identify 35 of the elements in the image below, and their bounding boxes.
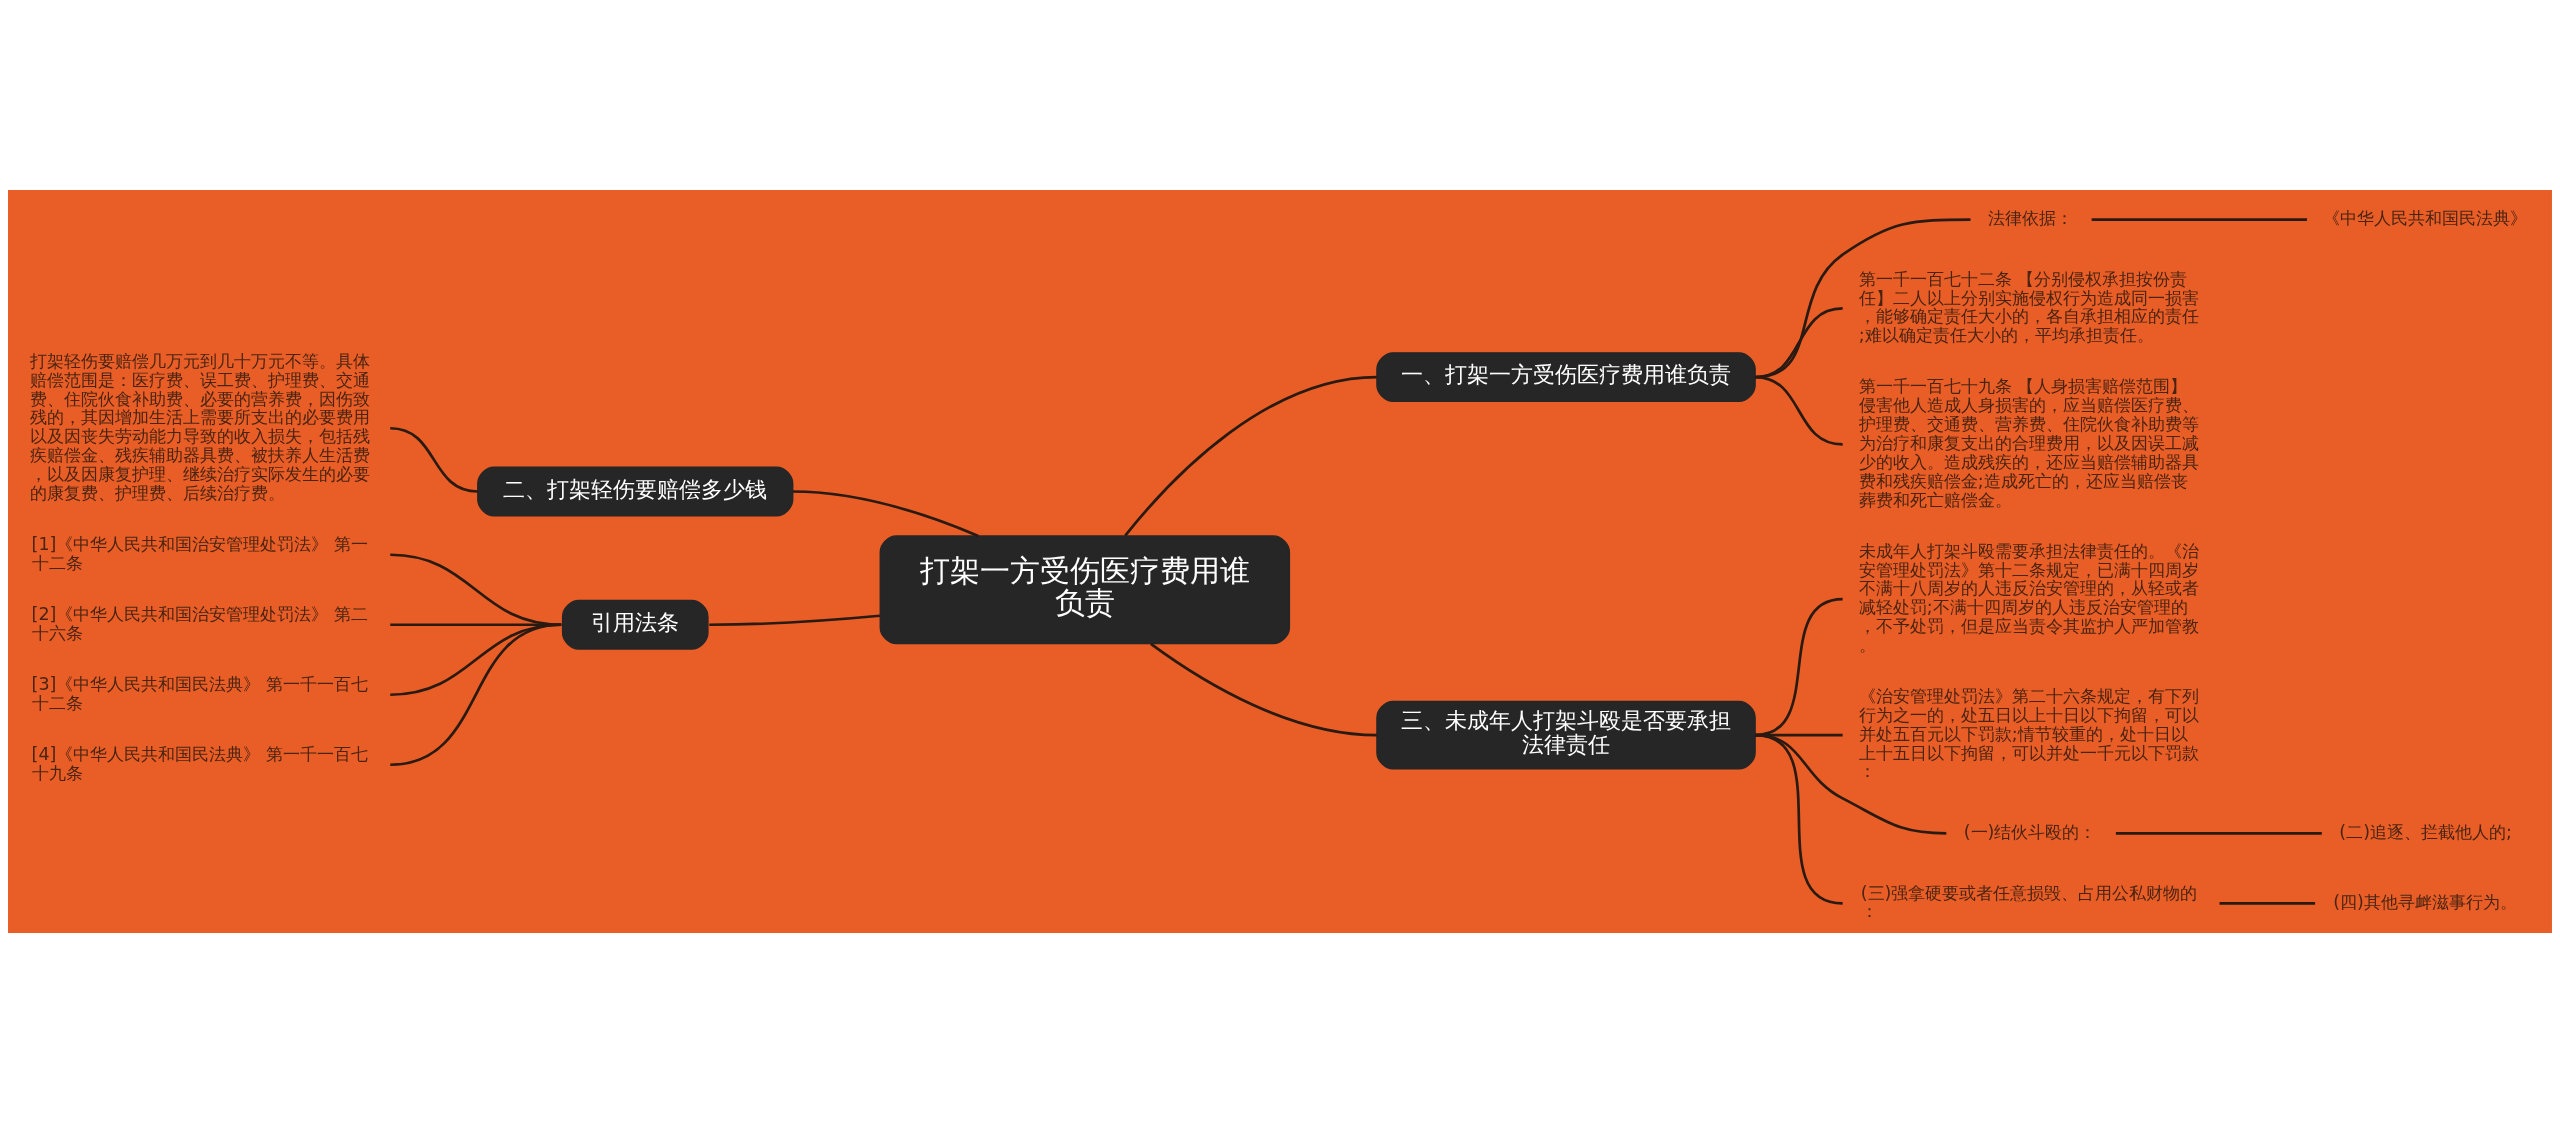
connector xyxy=(792,490,979,538)
node-text: 第一千一百七十九条 【人身损害赔偿范围】侵害他人造成人身损害的，应当赔偿医疗费、护理费、交通费、营养费、住院伙食补助费等为治疗和康复支出的合理费用，以及因误工减少的收入。造成残疾的，还应当赔偿辅助器具费和残疾赔偿金;造成死亡的，还应当赔偿丧葬费和死亡赔偿金。 xyxy=(1858,376,2199,510)
node-text: (四)其他寻衅滋事行为。 xyxy=(2333,891,2517,912)
node-box: 三、未成年人打架斗殴是否要承担法律责任 xyxy=(1376,700,1756,770)
node-text: [3]《中华人民共和国民法典》 第一千一百七十二条 xyxy=(31,673,368,713)
node-text: 法律依据： xyxy=(1988,208,2073,229)
node-box: 引用法条 xyxy=(561,599,709,650)
node-box: 二、打架轻伤要赔偿多少钱 xyxy=(477,466,794,517)
node-box: 打架一方受伤医疗费用谁负责 xyxy=(879,535,1291,645)
node-text: 《中华人民共和国民法典》 xyxy=(2323,208,2528,229)
connector xyxy=(2219,902,2316,905)
node-box: 一、打架一方受伤医疗费用谁负责 xyxy=(1376,352,1756,402)
connector xyxy=(390,426,478,493)
node-text: [4]《中华人民共和国民法典》 第一千一百七十九条 xyxy=(31,743,368,783)
connector xyxy=(390,553,562,627)
connector xyxy=(390,623,562,627)
connector xyxy=(1150,642,1377,737)
connector xyxy=(390,623,562,767)
connector xyxy=(390,623,562,697)
node-text: (一)结伙斗殴的： xyxy=(1963,821,2097,842)
node-text: 《治安管理处罚法》第二十六条规定，有下列行为之一的，处五日以上十日以下拘留，可以并处五百元以下罚款;情节较重的，处十日以上十五日以下拘留，可以并处一千元以下罚款： xyxy=(1858,686,2199,782)
node-text: (二)追逐、拦截他人的; xyxy=(2339,821,2512,842)
connector xyxy=(1755,375,1843,446)
node-text: 未成年人打架斗殴需要承担法律责任的。《治安管理处罚法》第十二条规定，已满十四周岁不满十八周岁的人违反治安管理的，从轻或者减轻处罚;不满十四周岁的人违反治安管理的，不予处罚，但是应当责令其监护人严加管教。 xyxy=(1858,540,2199,655)
node-text: [2]《中华人民共和国治安管理处罚法》 第二十六条 xyxy=(31,603,368,643)
node-text: [1]《中华人民共和国治安管理处罚法》 第一十二条 xyxy=(31,533,368,573)
node-text: 打架轻伤要赔偿几万元到几十万元不等。具体赔偿范围是：医疗费、误工费、护理费、交通费、住院伙食补助费、必要的营养费，因伤致残的，其因增加生活上需要所支出的必要费用以及因丧失劳动能力导致的收入损失，包括残疾赔偿金、残疾辅助器具费、被扶养人生活费，以及因康复护理、继续治疗实际发生的必要的康复费、护理费、后续治疗费。 xyxy=(29,350,370,503)
connector xyxy=(709,614,880,627)
connector xyxy=(1124,375,1377,537)
connector xyxy=(2115,832,2322,835)
node-text: 第一千一百七十二条 【分别侵权承担按份责任】二人以上分别实施侵权行为造成同一损害，能够确定责任大小的，各自承担相应的责任;难以确定责任大小的，平均承担责任。 xyxy=(1858,268,2199,346)
connector xyxy=(2091,218,2307,221)
node-text: (三)强拿硬要或者任意损毁、占用公私财物的： xyxy=(1860,882,2198,922)
connector xyxy=(1755,218,1971,379)
connector xyxy=(1754,733,1843,905)
